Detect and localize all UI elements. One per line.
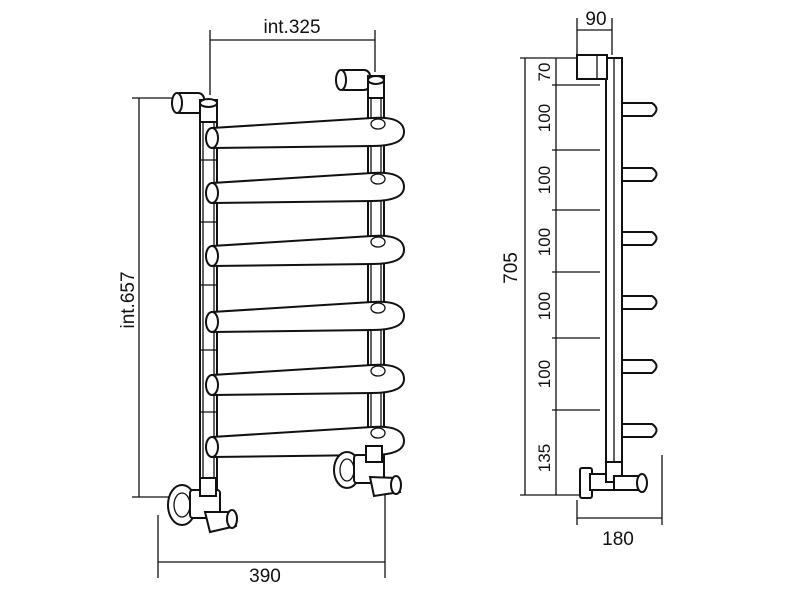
rung (205, 234, 406, 268)
side-bottom-valve (579, 461, 648, 499)
dimension-bottom-390: 390 (157, 490, 386, 587)
side-rung-stubs (621, 102, 658, 438)
rungs (205, 116, 406, 459)
rung (205, 116, 406, 150)
dimension-side-bottom-180: 180 (576, 455, 663, 550)
segment-label-135: 135 (535, 444, 554, 472)
front-view: int.325 int.657 390 (118, 17, 406, 587)
rung (205, 363, 406, 397)
rung (205, 425, 406, 459)
top-right-cap (335, 69, 385, 99)
segment-label-100: 100 (535, 292, 554, 320)
dimension-side-top-90: 90 (576, 9, 613, 55)
dimension-label-90: 90 (585, 9, 606, 30)
segment-label-100: 100 (535, 104, 554, 132)
dimension-label-180: 180 (602, 529, 634, 550)
dimension-label-390: 390 (249, 566, 281, 587)
dimension-side-segments: 70 100 100 100 100 100 135 (535, 58, 600, 495)
rung (205, 171, 406, 205)
side-view: 90 705 70 100 100 100 100 100 135 (501, 9, 663, 550)
dimension-top-int325: int.325 (209, 17, 376, 95)
dimension-label-int325: int.325 (263, 17, 320, 38)
rung (205, 300, 406, 334)
top-left-cap (171, 92, 218, 123)
segment-label-70: 70 (535, 63, 554, 82)
bottom-left-valve (167, 477, 238, 534)
segment-label-100: 100 (535, 228, 554, 256)
left-vertical-pipe (199, 99, 218, 491)
bottom-right-valve (333, 445, 402, 498)
segment-label-100: 100 (535, 166, 554, 194)
segment-label-100: 100 (535, 360, 554, 388)
dimension-label-int657: int.657 (118, 271, 139, 328)
side-vertical-pipe (605, 57, 623, 479)
left-pipe-joints (200, 159, 217, 413)
side-top-cap (576, 54, 608, 80)
dimension-left-int657: int.657 (118, 97, 178, 498)
dimension-label-705: 705 (501, 252, 522, 284)
